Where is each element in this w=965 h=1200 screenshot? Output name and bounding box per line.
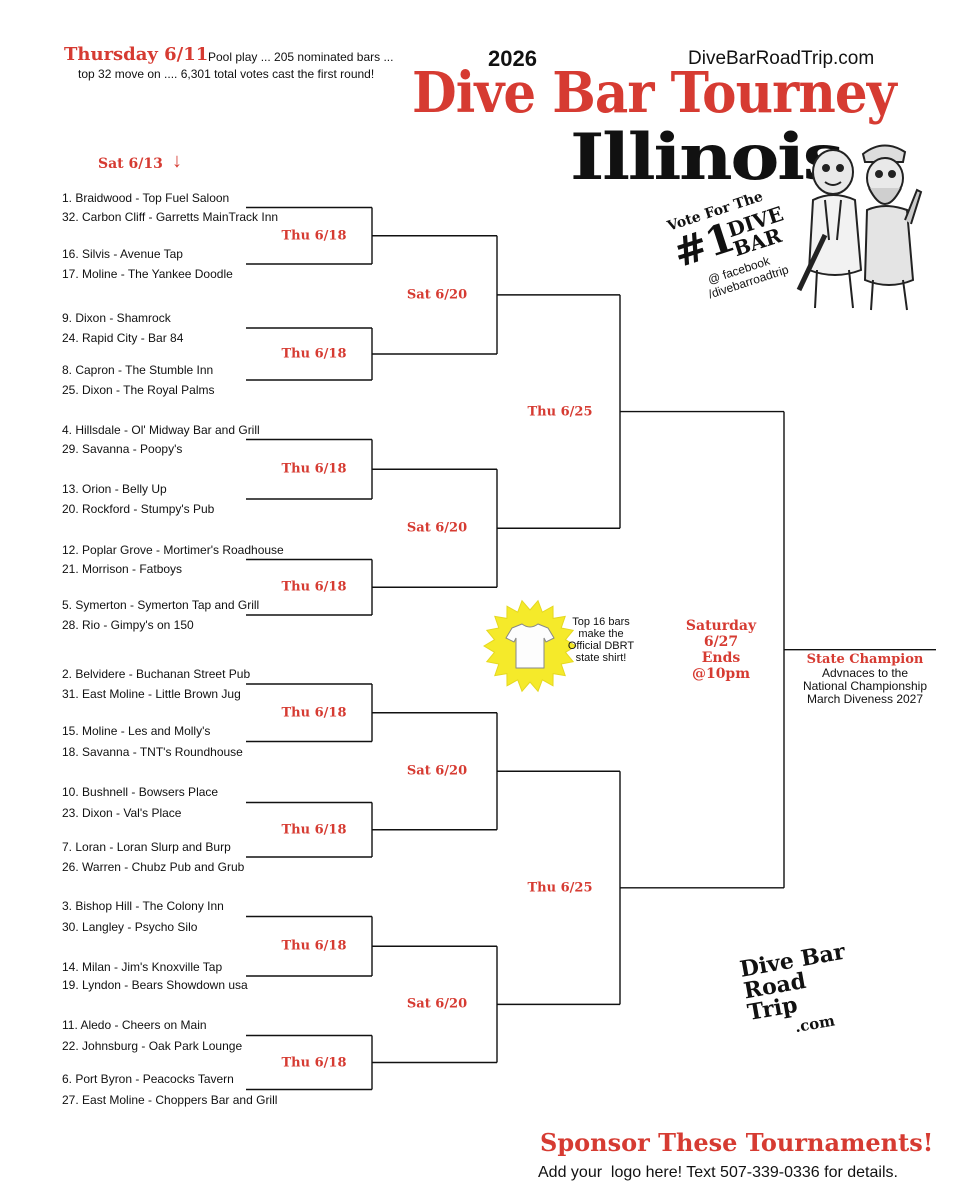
team-entry: 5. Symerton - Symerton Tap and Grill — [62, 598, 260, 612]
shirt-line1: Top 16 bars — [572, 616, 630, 628]
team-entry: 22. Johnsburg - Oak Park Lounge — [62, 1039, 243, 1053]
team-entry: 16. Silvis - Avenue Tap — [62, 247, 183, 261]
final-line2: 6/27 — [703, 634, 739, 650]
sponsor-title: Sponsor These Tournaments! — [540, 1128, 934, 1157]
header-year: 2026 — [488, 46, 537, 71]
round4-label: Thu 6/25 — [527, 880, 593, 896]
team-entry: 32. Carbon Cliff - Garretts MainTrack In… — [62, 210, 279, 224]
round3-label: Sat 6/20 — [406, 520, 468, 536]
team-entry: 21. Morrison - Fatboys — [62, 562, 183, 576]
shirt-burst-icon — [483, 599, 577, 693]
team-entry: 7. Loran - Loran Slurp and Burp — [62, 840, 231, 854]
round2-label: Thu 6/18 — [281, 579, 347, 595]
round2-label: Thu 6/18 — [281, 346, 347, 362]
team-entry: 15. Moline - Les and Molly's — [62, 724, 211, 738]
round2-label: Thu 6/18 — [281, 705, 347, 721]
header-website: DiveBarRoadTrip.com — [688, 48, 875, 69]
team-entry: 24. Rapid City - Bar 84 — [62, 331, 184, 345]
team-entry: 6. Port Byron - Peacocks Tavern — [62, 1072, 234, 1086]
round4-label: Thu 6/25 — [527, 404, 593, 420]
team-entry: 3. Bishop Hill - The Colony Inn — [62, 899, 224, 913]
team-entry: 11. Aledo - Cheers on Main — [62, 1018, 207, 1032]
team-entry: 8. Capron - The Stumble Inn — [62, 363, 214, 377]
final-line3: Ends — [701, 650, 741, 666]
header-note-line1: Pool play ... 205 nominated bars ... — [208, 50, 394, 64]
team-entry: 30. Langley - Psycho Silo — [62, 920, 198, 934]
team-entry: 20. Rockford - Stumpy's Pub — [62, 502, 215, 516]
round3-label: Sat 6/20 — [406, 287, 468, 303]
team-entry: 13. Orion - Belly Up — [62, 482, 167, 496]
sponsor-details: Add your logo here! Text 507-339-0336 fo… — [538, 1164, 898, 1181]
shirt-promo-text: Top 16 bars make the Official DBRT state… — [556, 616, 646, 664]
round3-label: Sat 6/20 — [406, 763, 468, 779]
state-title: Illinois — [570, 120, 844, 195]
round2-label: Thu 6/18 — [281, 228, 347, 244]
team-entry: 29. Savanna - Poopy's — [62, 442, 183, 456]
final-line4: @10pm — [691, 666, 751, 682]
team-entry: 31. East Moline - Little Brown Jug — [62, 687, 241, 701]
state-champion-block: State Champion Advnaces to the National … — [790, 652, 940, 706]
shirt-line2: make the — [578, 628, 624, 640]
team-entry: 4. Hillsdale - Ol' Midway Bar and Grill — [62, 423, 260, 437]
round2-label: Thu 6/18 — [281, 1055, 347, 1070]
down-arrow-icon: ↓ — [172, 150, 182, 172]
team-entry: 10. Bushnell - Bowsers Place — [62, 785, 219, 799]
round3-label: Sat 6/20 — [406, 996, 468, 1012]
team-entry: 17. Moline - The Yankee Doodle — [62, 267, 233, 281]
champion-line1: Advnaces to the — [821, 666, 909, 680]
header-note-line2: top 32 move on .... 6,301 total votes ca… — [78, 67, 375, 81]
team-entry: 28. Rio - Gimpy's on 150 — [62, 618, 194, 632]
team-entry: 2. Belvidere - Buchanan Street Pub — [62, 667, 251, 681]
cartoon-characters-illustration — [796, 144, 923, 311]
first-round-label: Sat 6/13 — [98, 156, 163, 172]
team-entry: 26. Warren - Chubz Pub and Grub — [62, 860, 245, 874]
round2-label: Thu 6/18 — [281, 461, 347, 477]
team-entry: 1. Braidwood - Top Fuel Saloon — [62, 191, 230, 205]
header-note-date: Thursday 6/11 — [64, 44, 209, 65]
champion-line2: National Championship — [802, 679, 928, 693]
round2-label: Thu 6/18 — [281, 938, 347, 954]
team-entry: 12. Poplar Grove - Mortimer's Roadhouse — [62, 543, 284, 557]
shirt-line4: state shirt! — [575, 652, 627, 664]
team-entry: 19. Lyndon - Bears Showdown usa — [62, 978, 248, 992]
team-entry: 14. Milan - Jim's Knoxville Tap — [62, 960, 223, 974]
team-entry: 18. Savanna - TNT's Roundhouse — [62, 745, 243, 759]
team-entry: 23. Dixon - Val's Place — [62, 806, 182, 820]
shirt-line3: Official DBRT — [567, 640, 635, 652]
team-entry: 25. Dixon - The Royal Palms — [62, 383, 215, 397]
state-champion-title: State Champion — [806, 652, 924, 667]
champion-line3: March Diveness 2027 — [806, 692, 924, 706]
team-entry: 9. Dixon - Shamrock — [62, 311, 171, 325]
final-round-label: Saturday 6/27 Ends @10pm — [680, 618, 762, 682]
round2-label: Thu 6/18 — [281, 822, 347, 838]
final-line1: Saturday — [685, 618, 757, 634]
tourney-title: Dive Bar Tourney — [412, 60, 897, 126]
team-entry: 27. East Moline - Choppers Bar and Grill — [62, 1093, 278, 1107]
